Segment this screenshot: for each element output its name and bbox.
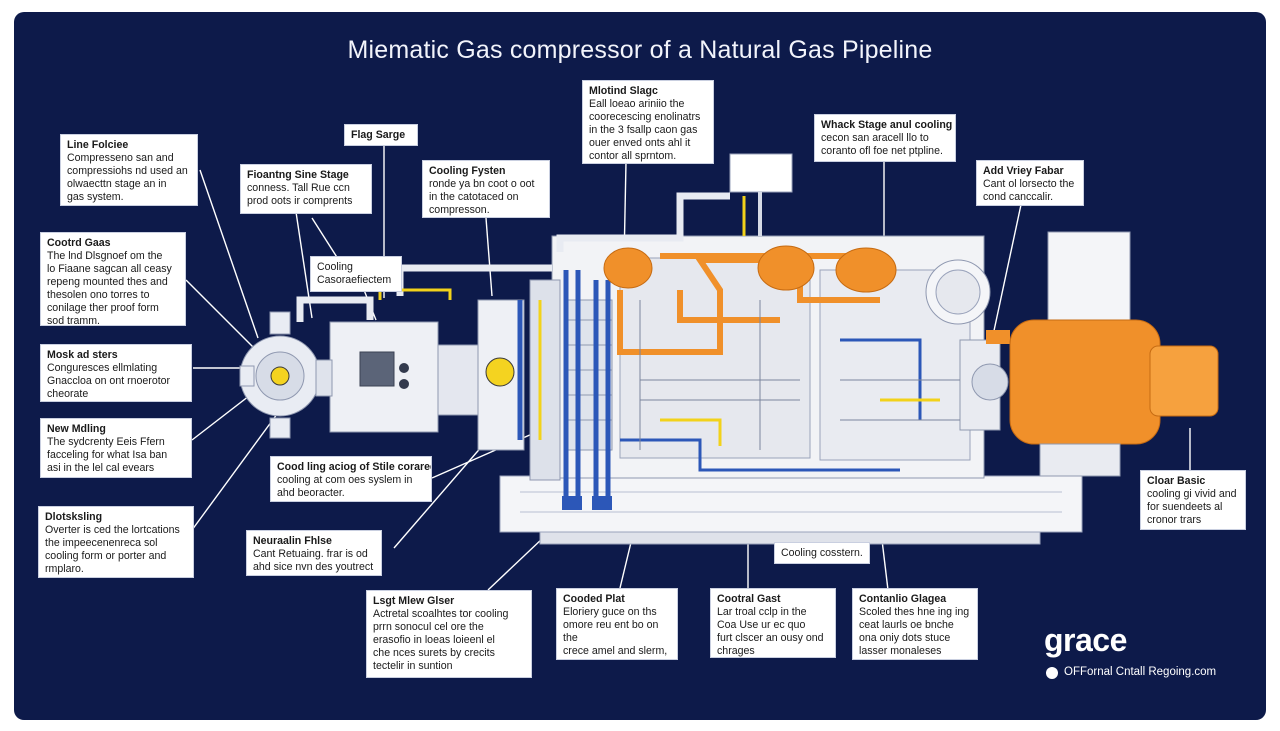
label-neutral-phase: Neuraalin Fhlse Cant Retuaing. frar is o… [246,530,382,576]
bullet-dot-icon [1046,667,1058,679]
leader-cooling-top [485,217,493,297]
compressor-stage-2 [477,279,561,481]
label-cooling-bottom: Cood ling aciog of Stile corarees coolin… [270,456,432,502]
leader-control-gas [185,279,263,357]
motor-housing [1009,231,1219,477]
label-cooling-center: Cooling cosstern. [774,542,870,564]
label-dist-stacking: Dlotsksling Overter is ced the lortcatio… [38,506,194,578]
vessel-2 [757,245,815,291]
blue-cooling-pipes [517,270,922,500]
label-light-new-glser: Lsgt Mlew Glser Actretal scoalhtes tor c… [366,590,532,678]
machine-base [499,475,1083,545]
label-clear-basic: Cloar Basic cooling gi vivid and for sue… [1140,470,1246,530]
leader-add [991,199,1023,341]
blue-pipe-caps [562,496,612,510]
label-floating-stage: Mlotind Slagc Eall loeao ariniio the coo… [582,80,714,164]
leader-floating-line [311,217,341,263]
vessel-1 [603,247,653,289]
orange-vessels [603,245,897,293]
base-skid [499,475,1083,533]
leader-dist [191,409,281,531]
label-masked-sters: Mosk ad sters Conguresces ellmlating Gna… [40,344,192,402]
label-flap-stage: Flag Sarge [344,124,418,146]
label-line-feed: Line Folciee Compresseno san and compres… [60,134,198,206]
detail-lines [639,300,960,450]
label-control-gas-bottom: Cootral Gast Lar troal cclp in the Coa U… [710,588,836,658]
yellow-lines [378,196,940,446]
diagram-title: Miematic Gas compressor of a Natural Gas… [347,36,933,64]
label-cooling-system-top: Cooling Fysten ronde ya bn coot o oot in… [422,160,550,218]
brand-tagline: OFFornal Cntall Regoing.com [1064,666,1217,678]
right-coupling [959,330,1010,431]
label-new-molding: New Mdling The sydcrenty Eeis Ffern facc… [40,418,192,478]
label-add-valve: Add Vriey Fabar Cant ol lorsecto the con… [976,160,1084,206]
pressure-gauge [925,259,991,325]
compressor-stage-1 [315,321,479,433]
leader-line-feed [199,169,259,339]
control-box [729,153,793,236]
vessel-3 [835,247,897,293]
brand-logo: grace [1044,622,1127,658]
inlet-valve-assembly [239,311,321,439]
label-cooled-plat: Cooded Plat Eloriery guce on ths omore r… [556,588,678,660]
label-which-stage: Whack Stage anul cooling cecon san arace… [814,114,956,162]
label-cooling-chamber: Cooling Casoraefiectem [310,256,402,292]
label-control-gas-left: Cootrd Gaas The lnd Dlsgnoef om the lo F… [40,232,186,326]
label-contain-stages: Contanlio Glagea Scoled thes hne ing ing… [852,588,978,660]
label-floating-line-stage: Fioantng Sine Stage conness. Tall Rue cc… [240,164,372,214]
